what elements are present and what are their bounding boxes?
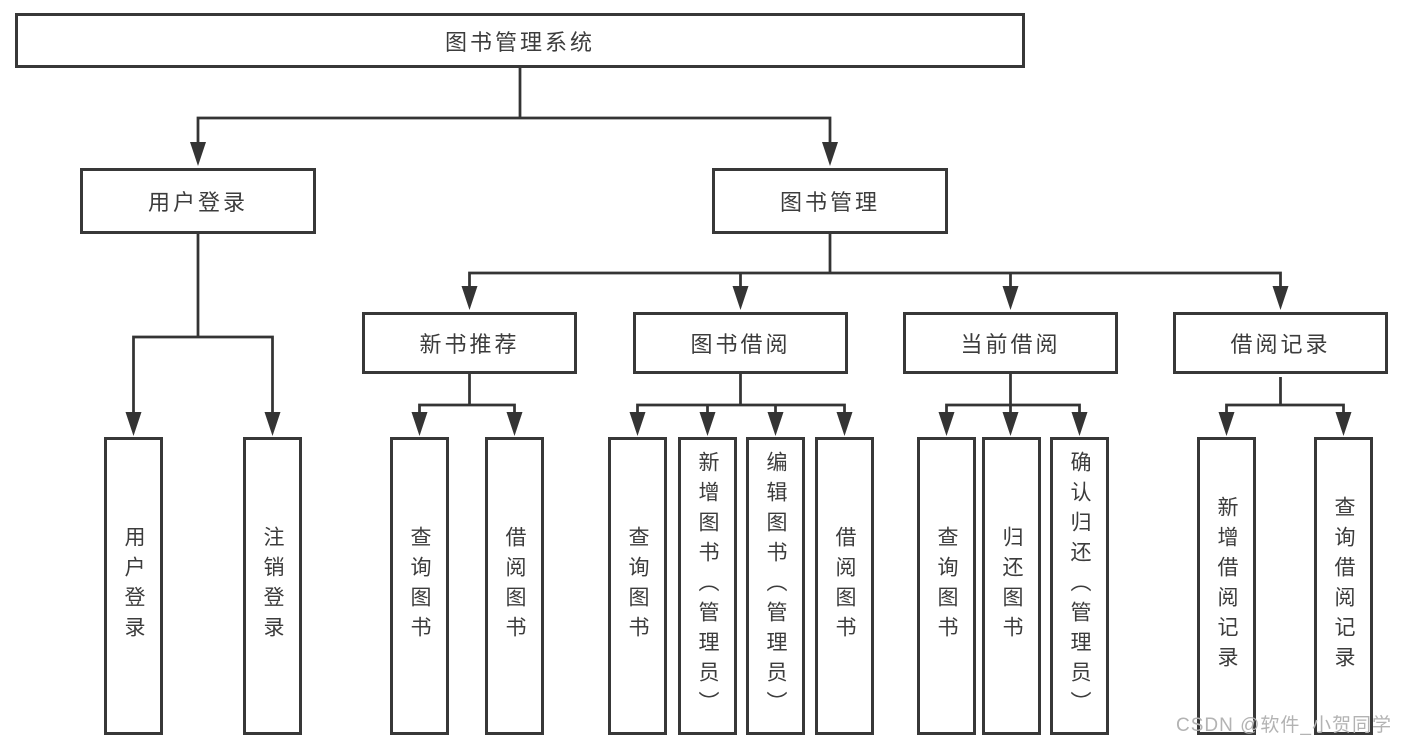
node-library-system: 图书管理系统 [15,13,1025,68]
node-library-system-label: 图书管理系统 [444,29,595,55]
node-return-books: 归还图书 [982,437,1041,735]
node-query-books-current-label: 查询图书 [935,526,958,646]
node-borrowing-records: 借阅记录 [1173,312,1388,374]
node-add-books-admin: 新增图书（管理员） [678,437,737,735]
node-borrow-books-recommend: 借阅图书 [485,437,544,735]
node-add-books-admin-label: 新增图书（管理员） [696,451,719,721]
node-query-borrow-record-label: 查询借阅记录 [1332,496,1355,676]
node-query-borrow-record: 查询借阅记录 [1314,437,1373,735]
node-borrow-books-recommend-label: 借阅图书 [503,526,526,646]
node-user-login-leaf: 用户登录 [104,437,163,735]
node-logout-leaf-label: 注销登录 [261,526,284,646]
node-query-books-recommend: 查询图书 [390,437,449,735]
node-edit-books-admin-label: 编辑图书（管理员） [764,451,787,721]
node-return-books-label: 归还图书 [1000,526,1023,646]
node-new-book-recommendation: 新书推荐 [362,312,577,374]
node-borrow-books-borrowing: 借阅图书 [815,437,874,735]
node-book-management-label: 图书管理 [779,190,880,215]
node-current-borrowing-label: 当前借阅 [960,332,1061,357]
node-query-books-current: 查询图书 [917,437,976,735]
node-book-management: 图书管理 [712,168,948,234]
csdn-watermark: CSDN @软件_小贺同学 [1176,715,1392,736]
node-new-book-recommendation-label: 新书推荐 [419,332,520,357]
arrow-down-icons [125,142,1352,436]
node-borrow-books-borrowing-label: 借阅图书 [833,526,856,646]
node-confirm-return-admin-label: 确认归还（管理员） [1068,451,1091,721]
node-current-borrowing: 当前借阅 [903,312,1118,374]
node-user-login-leaf-label: 用户登录 [122,526,145,646]
connector-segments [132,68,1345,414]
node-add-borrow-record: 新增借阅记录 [1197,437,1256,735]
node-book-borrowing-label: 图书借阅 [690,332,791,357]
node-user-login: 用户登录 [80,168,316,234]
node-borrowing-records-label: 借阅记录 [1230,332,1331,357]
node-query-books-borrowing: 查询图书 [608,437,667,735]
node-confirm-return-admin: 确认归还（管理员） [1050,437,1109,735]
node-add-borrow-record-label: 新增借阅记录 [1215,496,1238,676]
node-query-books-borrowing-label: 查询图书 [626,526,649,646]
node-edit-books-admin: 编辑图书（管理员） [746,437,805,735]
node-logout-leaf: 注销登录 [243,437,302,735]
node-book-borrowing: 图书借阅 [633,312,848,374]
node-query-books-recommend-label: 查询图书 [408,526,431,646]
node-user-login-label: 用户登录 [147,190,248,215]
